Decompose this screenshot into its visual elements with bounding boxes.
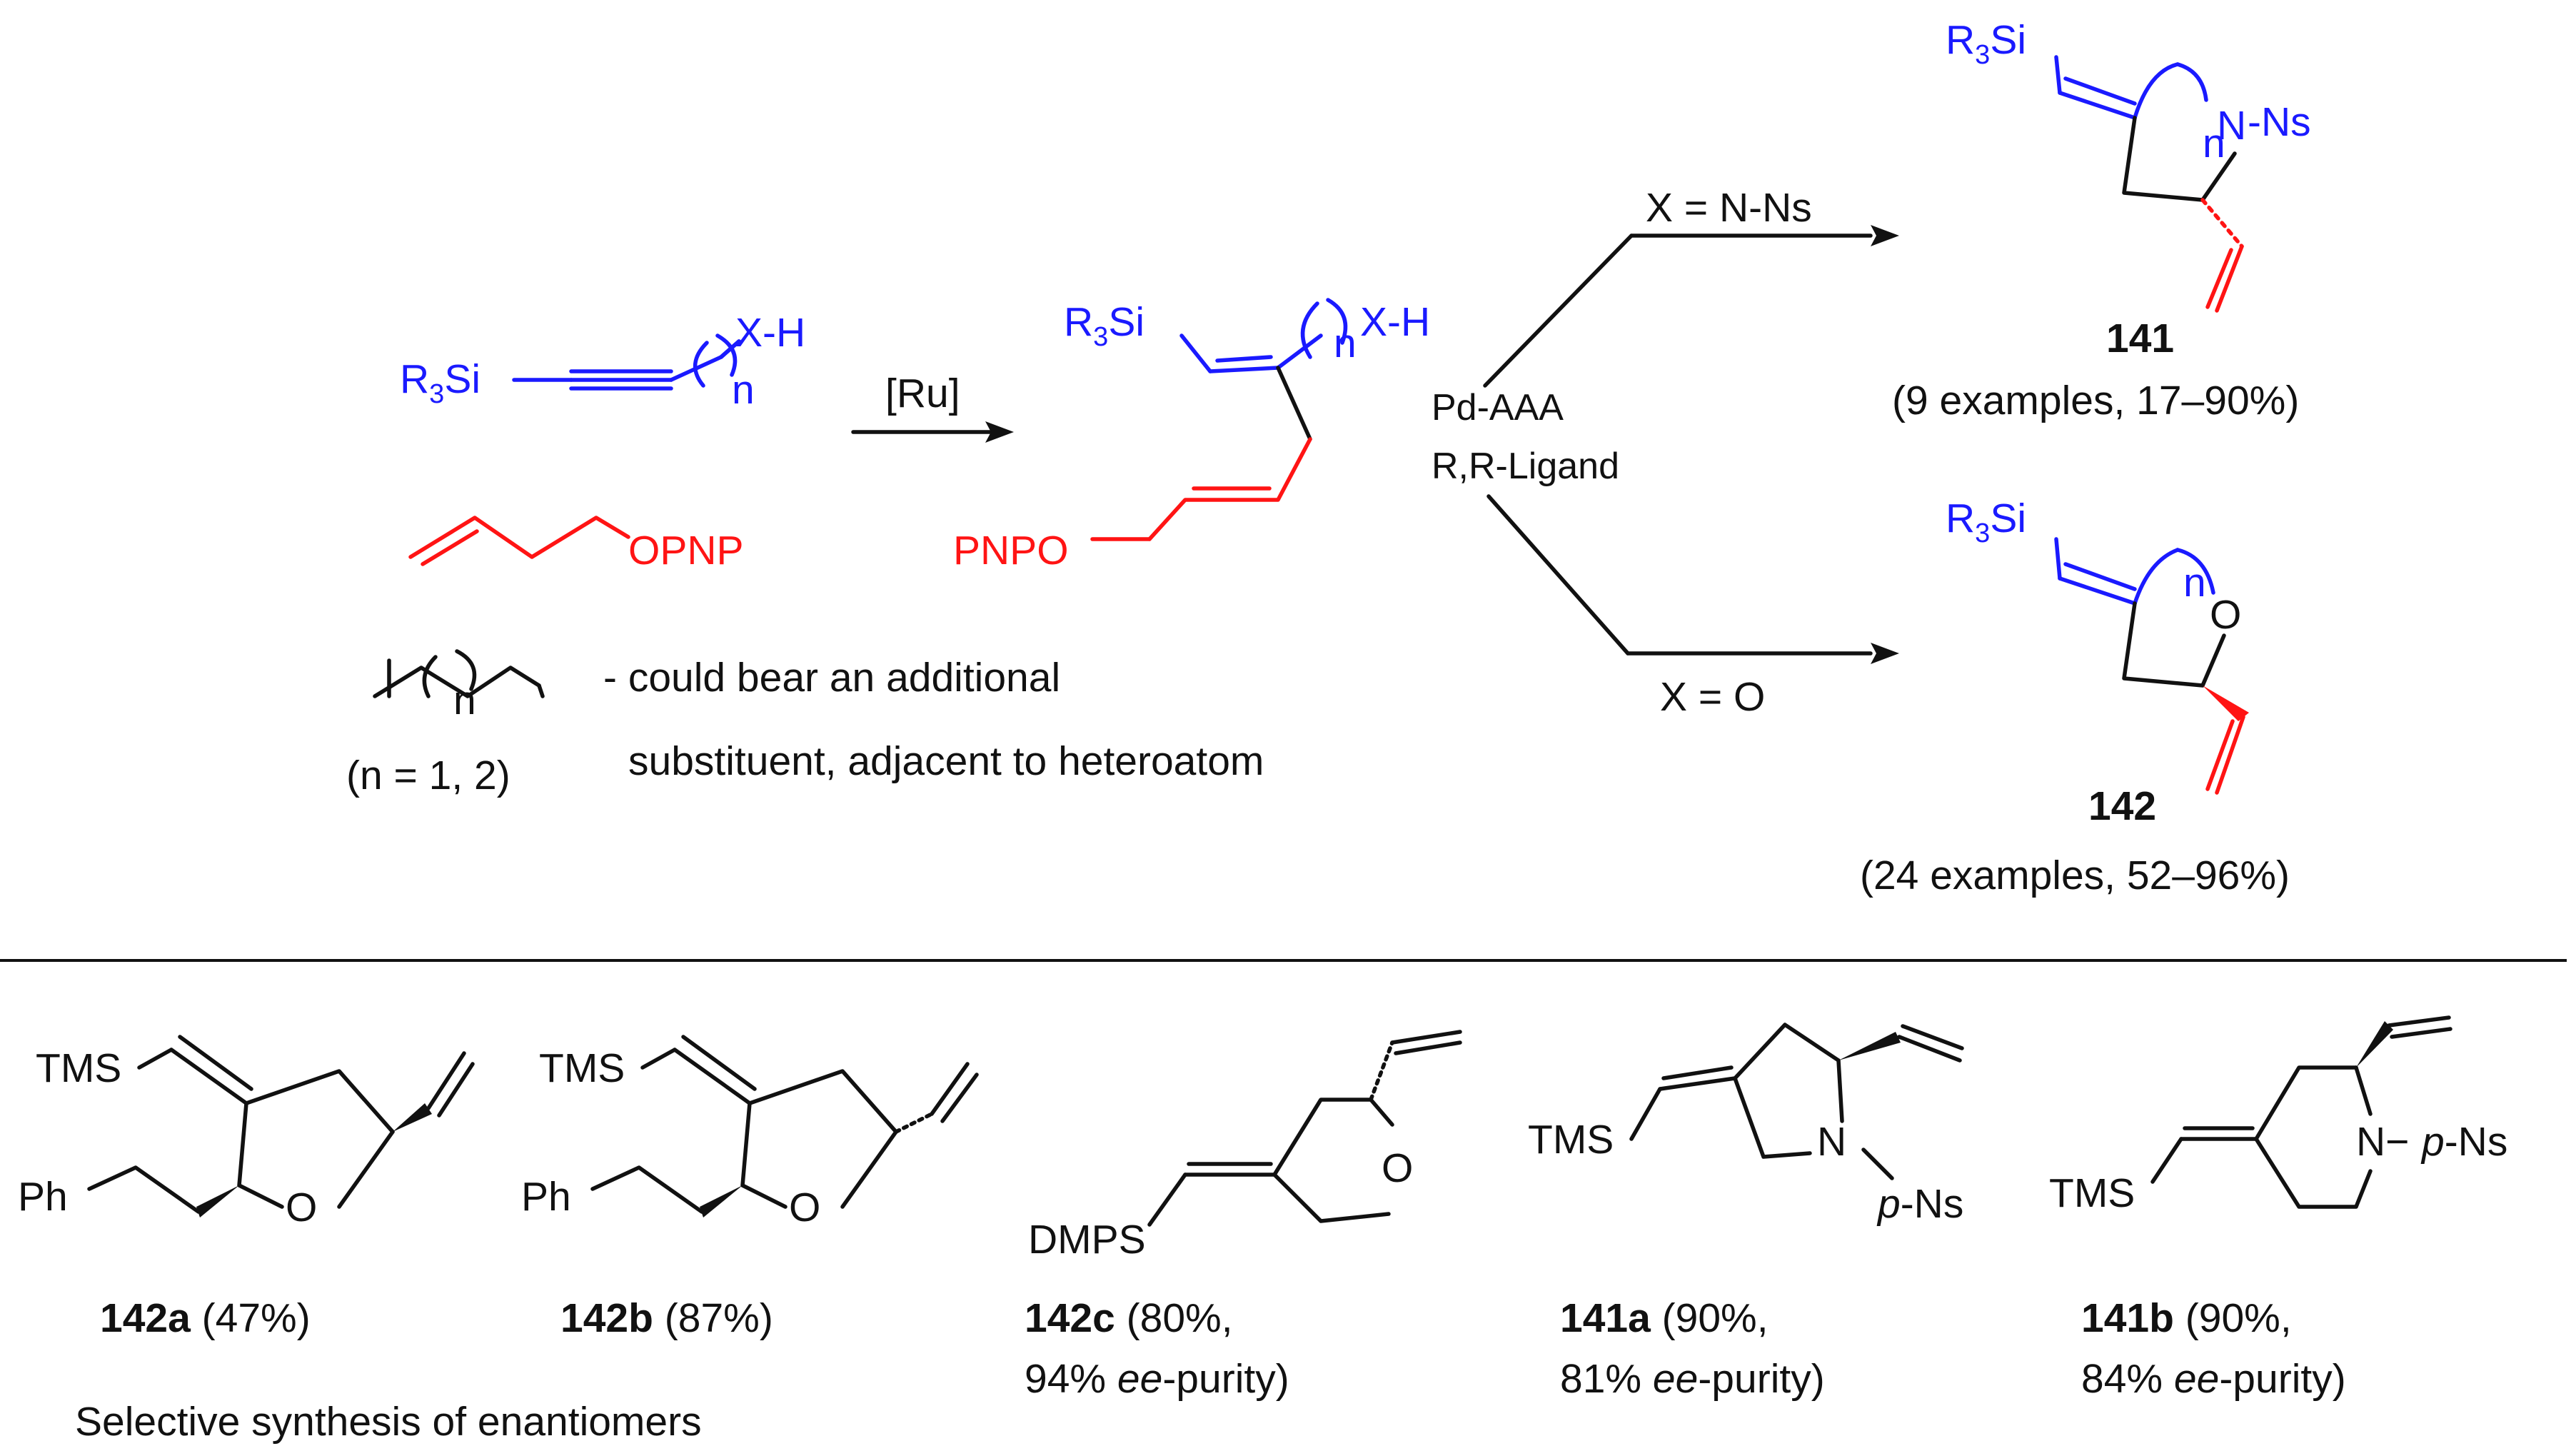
svg-text:94% ee-purity): 94% ee-purity): [1025, 1356, 1289, 1402]
wedge-bond: [2203, 686, 2249, 721]
example-142c: DMPS O 142c (80%, 94% ee-purity): [1025, 1030, 1462, 1402]
allyl-chain: [1147, 437, 1312, 541]
xh-label: X-H: [735, 310, 805, 356]
p141-n: N: [2217, 103, 2246, 149]
pnpo-label: PNPO: [953, 528, 1069, 573]
exo-double-a: [2058, 576, 2137, 606]
p141-id: 141: [2106, 316, 2174, 361]
svg-text:142b (87%): 142b (87%): [560, 1295, 773, 1341]
ring: [2122, 116, 2237, 202]
n-subscript: n: [732, 367, 755, 413]
svg-text:142c (80%,: 142c (80%,: [1025, 1295, 1233, 1341]
p141-yield: (9 examples, 17–90%): [1892, 378, 2299, 423]
svg-text:n: n: [2183, 560, 2206, 606]
hashed-bond: [2200, 198, 2244, 248]
bracket-right: [715, 333, 738, 377]
chain-note-structure: n (n = 1, 2) - could bear an additional …: [346, 649, 1264, 798]
svg-text:TMS: TMS: [2049, 1170, 2135, 1216]
r3si-label: R3Si: [400, 356, 481, 409]
p141-ns: -Ns: [2248, 99, 2311, 145]
alkene-double: [421, 529, 479, 566]
arrowhead: [985, 421, 1014, 443]
exo-double-b: [2063, 76, 2137, 106]
branch-top-label: X = N-Ns: [1646, 185, 1812, 231]
p141-r3si: R3Si: [1946, 17, 2026, 70]
p142-yield: (24 examples, 52–96%): [1860, 853, 2290, 898]
caption: Selective synthesis of enantiomers: [75, 1399, 702, 1445]
n-note: n: [453, 678, 476, 723]
intermediate: R3Si n X-H PNPO: [953, 298, 1430, 573]
svg-text:O: O: [789, 1185, 820, 1230]
p142-o: O: [2210, 592, 2241, 638]
svg-text:141b (90%,: 141b (90%,: [2081, 1295, 2292, 1341]
svg-text:p-Ns: p-Ns: [1876, 1181, 1963, 1227]
svg-text:O: O: [1382, 1145, 1413, 1191]
svg-text:n: n: [1334, 321, 1357, 366]
exo-double-b: [2063, 562, 2137, 591]
vinyl-b: [2205, 719, 2235, 791]
vinyl-double-a: [1208, 366, 1280, 373]
bracket-left: [693, 341, 709, 388]
pd-aaa: Pd-AAA: [1432, 387, 1564, 428]
svg-text:TMS: TMS: [539, 1045, 625, 1091]
p142-id: 142: [2088, 783, 2156, 829]
svg-text:141a (90%,: 141a (90%,: [1560, 1295, 1769, 1341]
example-141b: TMS N− p-Ns 141b (90%, 84% ee-purity): [2049, 1015, 2507, 1402]
svg-text:N: N: [1817, 1119, 1846, 1165]
hashed: [894, 1112, 934, 1134]
product-142: R3Si n O 142 (24 examples, 52–96%): [1860, 496, 2290, 898]
svg-text:Ph: Ph: [18, 1174, 68, 1220]
vinyl-a: [2215, 244, 2244, 313]
opnp-label: OPNP: [628, 528, 744, 573]
svg-text:TMS: TMS: [1528, 1117, 1614, 1163]
chain-zigzag: [373, 666, 541, 698]
step1-arrow: [Ru]: [851, 371, 1014, 443]
reactant-alkene: OPNP: [408, 516, 744, 573]
exo-double-a: [2058, 91, 2137, 120]
svg-text:DMPS: DMPS: [1028, 1217, 1146, 1262]
svg-text:n: n: [2203, 121, 2225, 166]
svg-text:N−: N−: [2356, 1119, 2409, 1165]
rr-ligand: R,R-Ligand: [1432, 446, 1619, 487]
ru-catalyst: [Ru]: [885, 371, 960, 416]
ex-silyl: TMS: [36, 1045, 121, 1091]
example-142a: TMS Ph O 142a (47%): [18, 1035, 475, 1341]
butenyl-chain: [408, 516, 630, 559]
ring: [2122, 601, 2226, 688]
svg-text:O: O: [286, 1185, 317, 1230]
svg-text:84% ee-purity): 84% ee-purity): [2081, 1356, 2346, 1402]
ring-top: [244, 1069, 395, 1134]
arrowhead-bottom: [1871, 643, 1899, 664]
svg-text:p-Ns: p-Ns: [2420, 1119, 2507, 1165]
product-141: R3Si n N -Ns 141 (9 examples, 17–90%): [1892, 17, 2311, 423]
vinyl-b: [2205, 248, 2233, 309]
arrowhead-top: [1871, 225, 1899, 246]
vinyl-a: [2215, 715, 2245, 795]
svg-text:81% ee-purity): 81% ee-purity): [1560, 1356, 1825, 1402]
svg-text:142a (47%): 142a (47%): [100, 1295, 311, 1341]
int-xh: X-H: [1360, 299, 1430, 345]
n-range: (n = 1, 2): [346, 753, 510, 798]
reactant-alkyne: R3Si n X-H: [400, 310, 805, 413]
svg-text:Ph: Ph: [521, 1174, 571, 1220]
example-142b: TMS Ph O 142b (87%): [521, 1035, 979, 1341]
step2-branch: Pd-AAA R,R-Ligand X = N-Ns X = O: [1432, 185, 1899, 720]
vinyl-double-b: [1215, 355, 1273, 363]
note-line1: - could bear an additional: [603, 655, 1060, 701]
example-141a: TMS N p-Ns 141a (90%, 81% ee-purity): [1528, 1023, 1964, 1402]
wedge: [393, 1103, 432, 1132]
p142-r3si: R3Si: [1946, 496, 2026, 548]
note-line2: substituent, adjacent to heteroatom: [628, 738, 1264, 784]
int-r3si: R3Si: [1064, 299, 1144, 352]
branch-bottom-label: X = O: [1660, 674, 1765, 720]
